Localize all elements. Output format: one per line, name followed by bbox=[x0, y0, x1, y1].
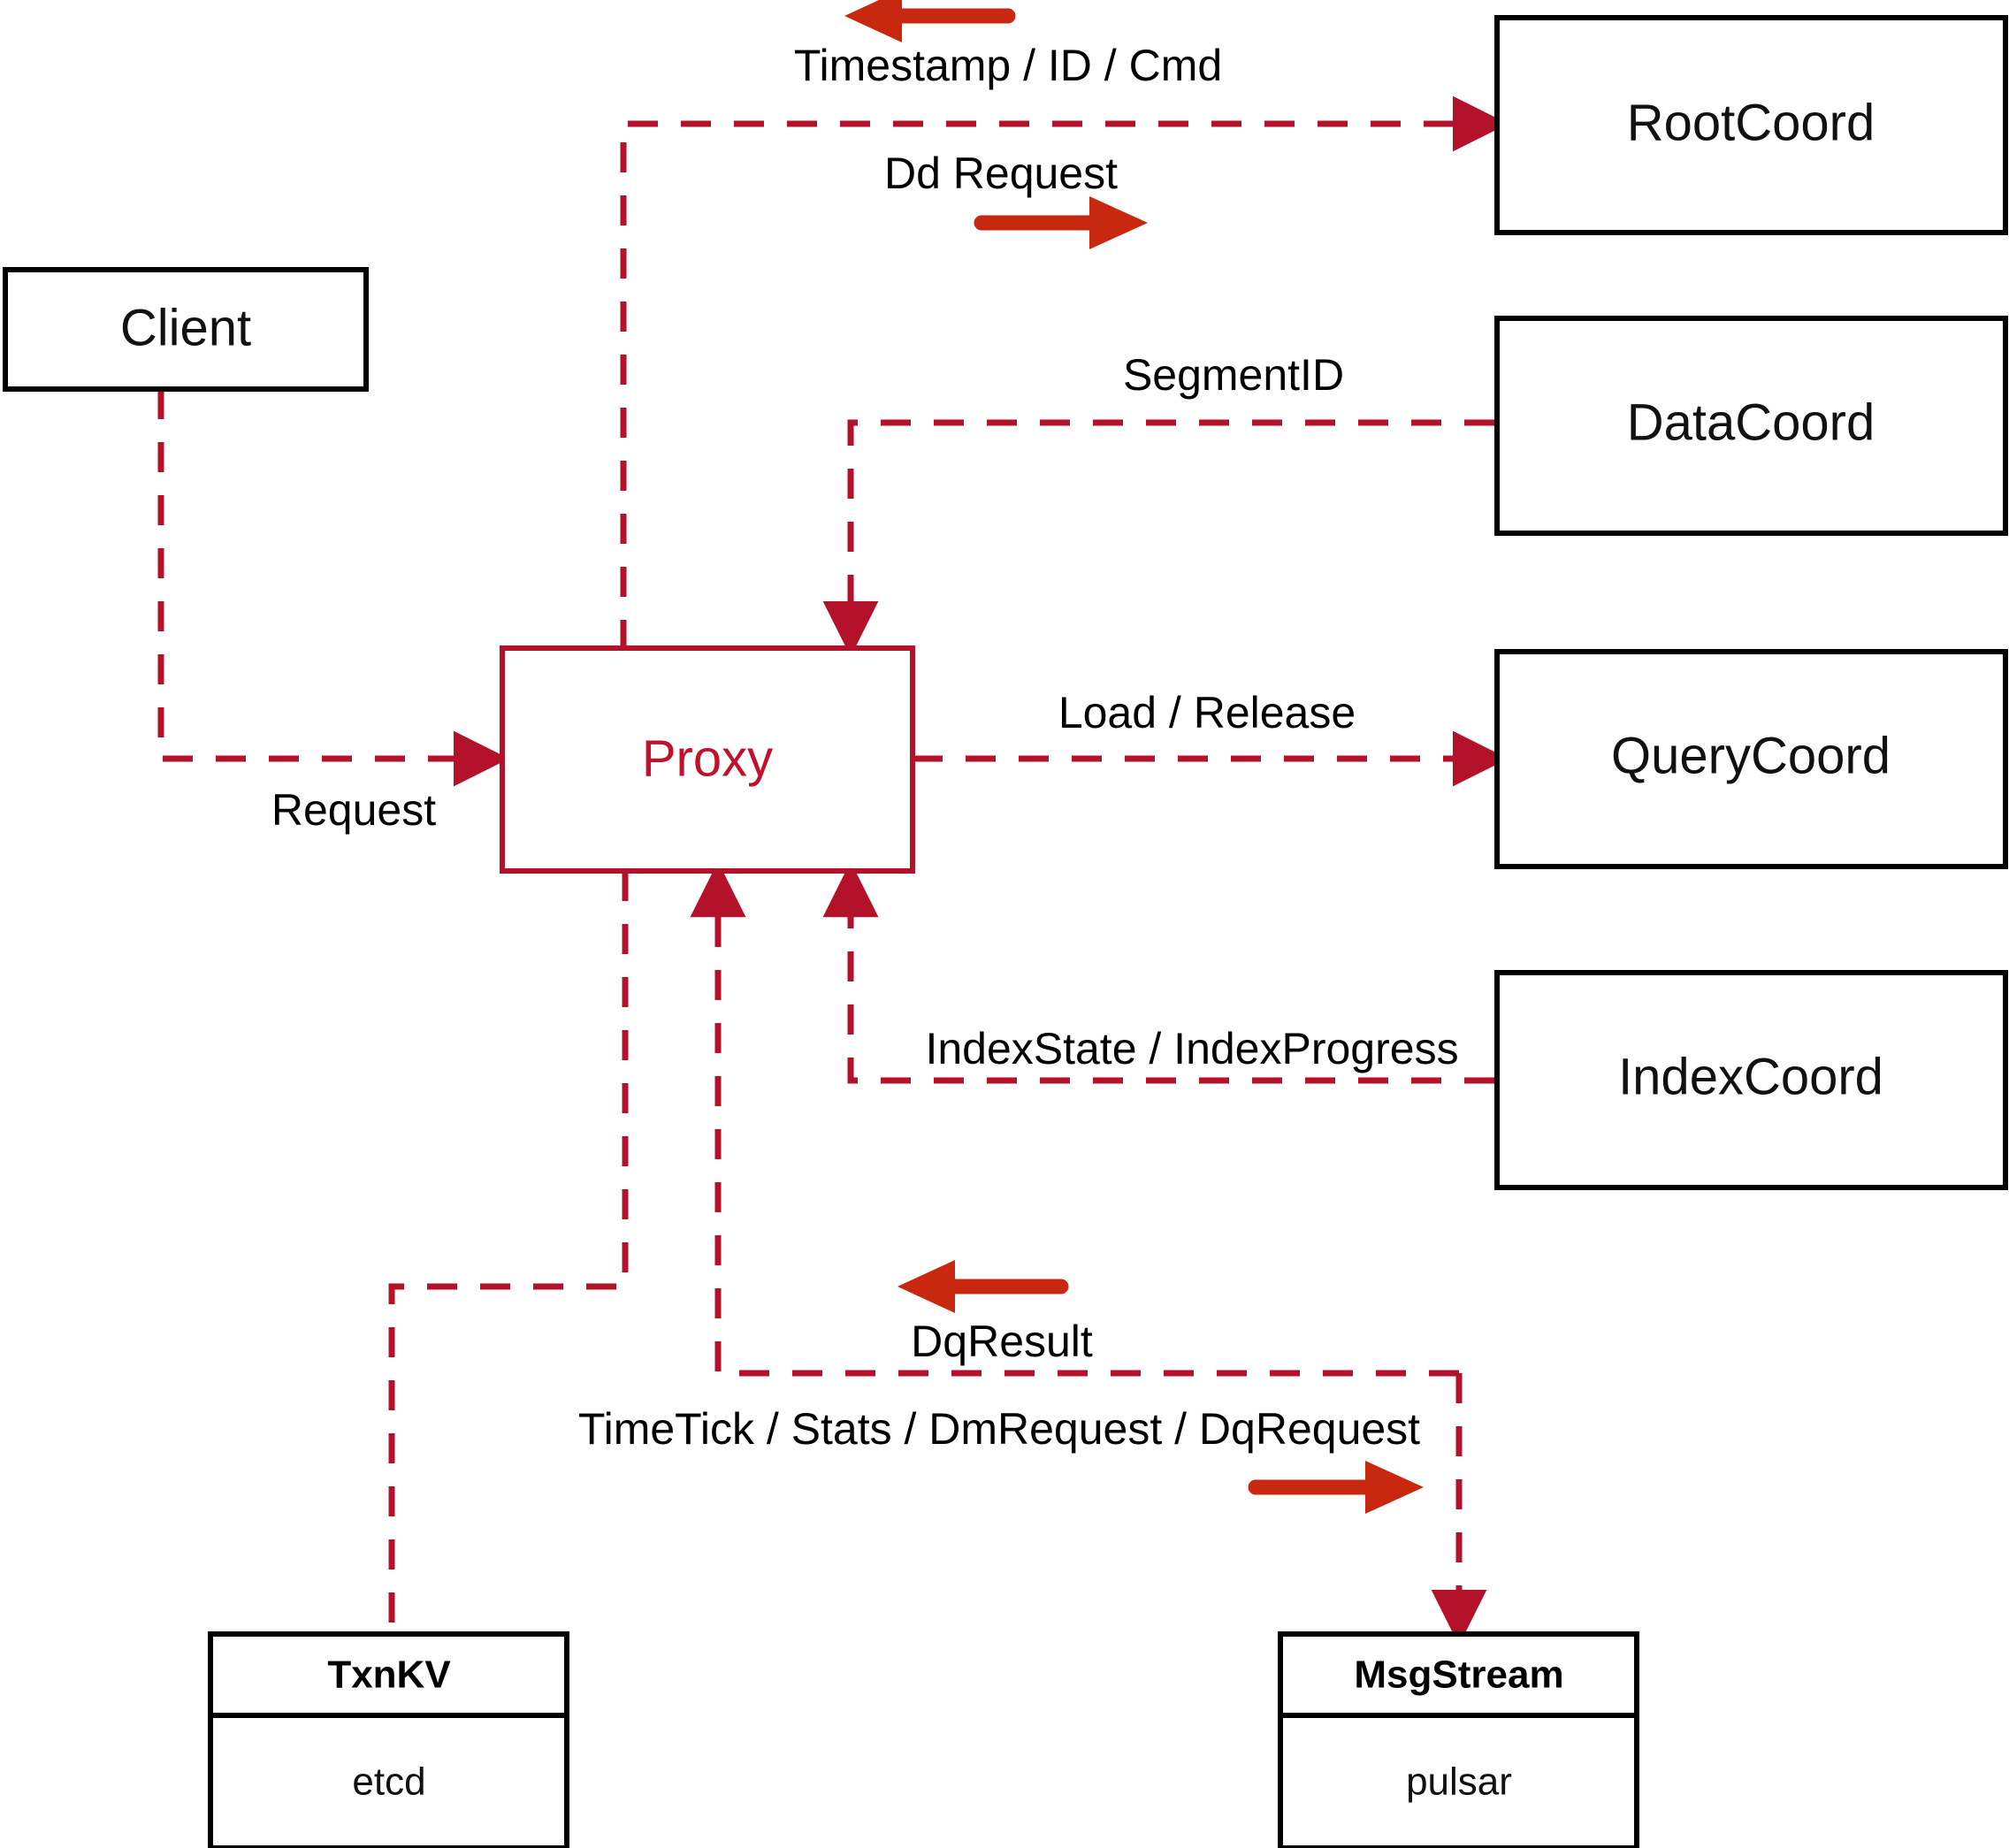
edge-txnkv-line bbox=[388, 871, 629, 1634]
node-datacoord-label: DataCoord bbox=[1627, 393, 1875, 451]
node-msgstream-label: MsgStream bbox=[1354, 1653, 1563, 1697]
direction-arrow-dd-request bbox=[974, 196, 1148, 249]
node-datacoord[interactable]: DataCoord bbox=[1494, 316, 2008, 536]
edge-request-line bbox=[157, 389, 509, 787]
node-querycoord[interactable]: QueryCoord bbox=[1494, 649, 2008, 869]
edge-label-request: Request bbox=[271, 785, 436, 835]
node-indexcoord-label: IndexCoord bbox=[1618, 1048, 1883, 1105]
direction-arrow-dq-request bbox=[1248, 1461, 1424, 1514]
node-proxy[interactable]: Proxy bbox=[500, 645, 915, 874]
node-rootcoord[interactable]: RootCoord bbox=[1494, 15, 2008, 235]
node-querycoord-label: QueryCoord bbox=[1611, 727, 1891, 784]
edge-label-dd-request: Dd Request bbox=[884, 149, 1118, 198]
edge-segment-id-line bbox=[822, 419, 1494, 657]
edge-label-index-state: IndexState / IndexProgress bbox=[925, 1024, 1458, 1073]
edge-label-timestamp-id-cmd: Timestamp / ID / Cmd bbox=[794, 41, 1222, 90]
node-txnkv-label: TxnKV bbox=[327, 1653, 451, 1697]
node-proxy-label: Proxy bbox=[642, 729, 773, 787]
edge-index-state-line bbox=[822, 861, 1494, 1084]
node-indexcoord[interactable]: IndexCoord bbox=[1494, 970, 2008, 1190]
edge-label-timetick-stats: TimeTick / Stats / DmRequest / DqRequest bbox=[578, 1404, 1420, 1454]
direction-arrow-dq-result bbox=[898, 1260, 1069, 1313]
node-rootcoord-label: RootCoord bbox=[1627, 94, 1875, 151]
edge-label-load-release: Load / Release bbox=[1058, 688, 1356, 737]
edge-dq-result-line bbox=[690, 861, 1459, 1377]
direction-arrow-timestamp bbox=[844, 0, 1016, 42]
node-client-label: Client bbox=[120, 299, 251, 356]
edge-label-dq-result: DqResult bbox=[911, 1317, 1093, 1366]
node-client[interactable]: Client bbox=[3, 267, 369, 392]
edge-dd-request-line bbox=[620, 95, 1509, 650]
node-msgstream[interactable]: MsgStream pulsar bbox=[1278, 1631, 1639, 1848]
node-txnkv-sublabel: etcd bbox=[352, 1760, 425, 1804]
edge-label-segment-id: SegmentID bbox=[1123, 350, 1344, 400]
node-txnkv[interactable]: TxnKV etcd bbox=[208, 1631, 569, 1848]
node-msgstream-sublabel: pulsar bbox=[1406, 1760, 1512, 1804]
